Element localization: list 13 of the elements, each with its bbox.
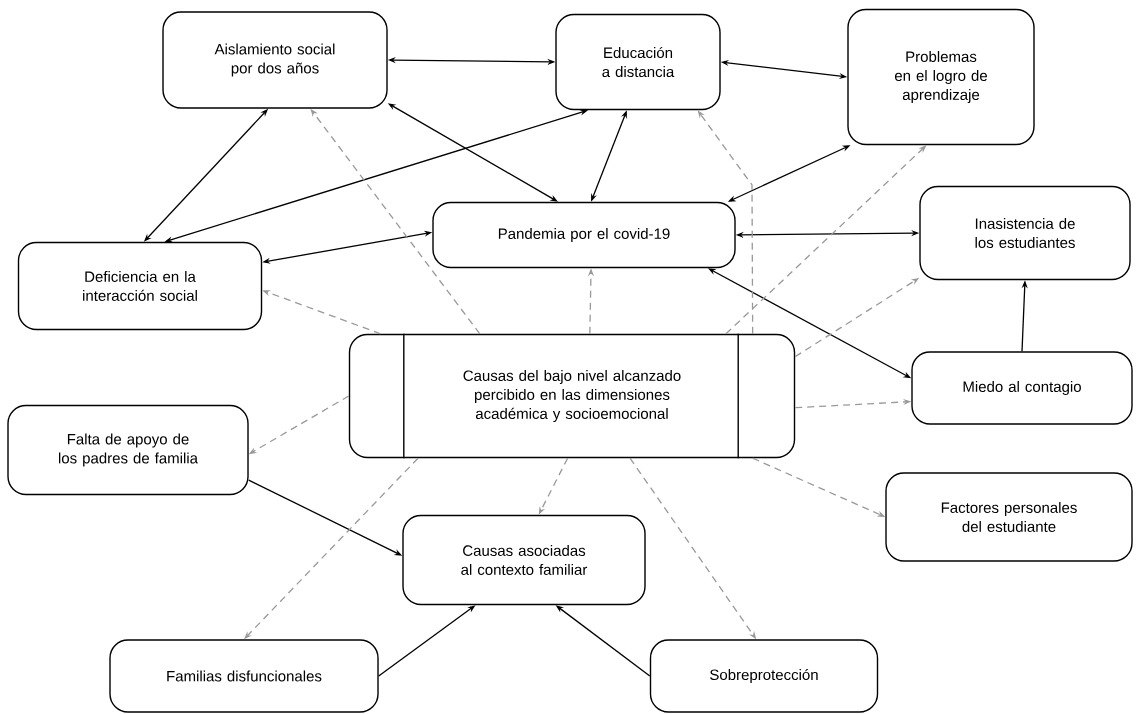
- concept-box: Educación a distancia: [555, 13, 721, 111]
- concept-box: Pandemia por el covid-19: [432, 201, 736, 269]
- concept-box: Deficiencia en la interacción social: [17, 241, 263, 331]
- concept-box: Inasistencia de los estudiantes: [919, 185, 1131, 281]
- concept-box: Familias disfuncionales: [109, 639, 379, 713]
- concept-box: Miedo al contagio: [911, 351, 1133, 425]
- concept-box: Sobreprotección: [649, 639, 879, 713]
- concept-box: Causas del bajo nivel alcanzado percibido en las dimensiones académica y socioemocional: [348, 333, 796, 459]
- concept-box: Problemas en el logro de aprendizaje: [847, 8, 1035, 146]
- concept-box: Causas asociadas al contexto familiar: [402, 514, 646, 606]
- concept-box: Falta de apoyo de los padres de familia: [7, 404, 249, 496]
- concept-box: Factores personales del estudiante: [885, 472, 1133, 562]
- concept-box: Aislamiento social por dos años: [162, 11, 388, 109]
